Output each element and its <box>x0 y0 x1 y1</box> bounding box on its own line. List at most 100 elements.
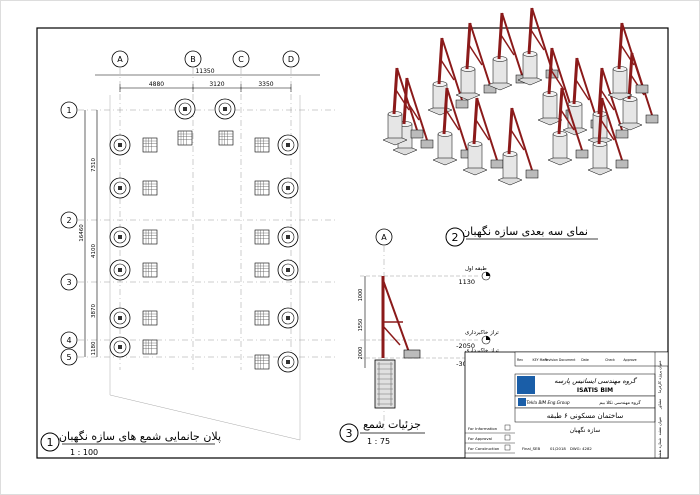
anchor-pad <box>142 137 158 153</box>
anchor-pad <box>142 339 158 355</box>
brace-pad <box>645 114 659 124</box>
grid-label: C <box>238 55 244 64</box>
pile-shaft <box>460 68 476 94</box>
steel-column <box>527 7 534 55</box>
inner-frame <box>36 27 669 459</box>
meta-text: 01/2018 <box>550 446 566 451</box>
pile-section <box>286 360 290 364</box>
steel-column <box>442 87 449 135</box>
pile-shaft <box>552 133 568 159</box>
boundary-line <box>109 394 301 441</box>
revision-header: Rev <box>517 358 523 362</box>
pile-shaft <box>387 113 403 139</box>
brace-pad <box>420 139 434 149</box>
grid-bubble <box>111 50 129 68</box>
steel-column <box>572 57 579 105</box>
pile-section <box>118 268 122 272</box>
steel-strut <box>395 89 410 111</box>
dimension-text: 3870 <box>91 304 97 318</box>
meta-text: Final_SEB <box>522 446 540 451</box>
steel-strut <box>530 29 545 51</box>
level-value: 1130 <box>458 278 475 286</box>
status-checkbox <box>504 434 511 441</box>
status-label: For Approval <box>468 436 492 441</box>
brace-pad <box>403 349 421 359</box>
revision-header: Revision Document <box>545 358 577 362</box>
steel-strut <box>575 79 590 101</box>
steel-column <box>392 67 399 115</box>
steel-strut <box>600 119 615 141</box>
company-name-fa: گروه مهندسی ایساتیس پارسه <box>554 377 637 385</box>
steel-column <box>507 107 514 155</box>
status-label: For Construction <box>468 446 500 451</box>
steel-strut <box>600 89 615 111</box>
steel-brace <box>531 7 553 71</box>
group-name-fa: گروه مهندسی تکلا بیم <box>599 399 641 406</box>
dimension-text: 3120 <box>209 81 224 88</box>
steel-brace <box>621 22 643 86</box>
anchor-pad <box>177 130 193 146</box>
grid-label: A <box>117 55 123 64</box>
brace-pad <box>410 129 424 139</box>
anchor-pad <box>142 229 158 245</box>
status-checkbox <box>504 424 511 431</box>
grid-bubble <box>60 273 78 291</box>
pile-shaft <box>492 58 508 84</box>
view-number-badge <box>339 423 359 443</box>
steel-brace <box>501 12 523 76</box>
steel-strut <box>440 59 455 81</box>
steel-brace <box>601 67 623 131</box>
anchor-pad <box>254 229 270 245</box>
steel-strut <box>510 129 525 151</box>
steel-column <box>557 87 564 135</box>
steel-brace <box>396 67 418 131</box>
anchor-pad <box>254 180 270 196</box>
steel-column <box>497 12 504 60</box>
dimension-text: 11350 <box>195 68 214 75</box>
brace-pad <box>615 159 629 169</box>
grid-bubble <box>282 50 300 68</box>
dimension-text: 1550 <box>358 319 364 332</box>
revision-header: Date <box>581 358 589 362</box>
dimension-text: 3350 <box>258 81 273 88</box>
steel-strut <box>468 44 483 66</box>
status-label: For Information <box>468 426 498 431</box>
steel-column <box>437 37 444 85</box>
steel-column <box>597 97 604 145</box>
detail-title-block: 3 جزئیات شمع 1 : 75 <box>339 418 425 446</box>
pile-section <box>183 107 187 111</box>
grid-bubble <box>232 50 250 68</box>
level-symbol-fill <box>486 272 490 276</box>
dimension-text: 4100 <box>91 244 97 258</box>
dimension-text: 16460 <box>79 224 85 242</box>
pile-section <box>118 345 122 349</box>
revision-header: Check <box>605 358 615 362</box>
steel-column <box>472 97 479 145</box>
grid-bubble <box>60 331 78 349</box>
brace-pad <box>575 149 589 159</box>
company-logo <box>517 376 535 394</box>
steel-strut <box>475 119 490 141</box>
steel-brace <box>511 107 533 171</box>
pile-section <box>286 143 290 147</box>
pile-shaft <box>522 53 538 79</box>
view-number: 2 <box>452 231 459 244</box>
brace-pad <box>490 159 504 169</box>
grid-bubble <box>60 348 78 366</box>
view-title: نمای سه بعدی سازه نگهبان <box>462 225 588 238</box>
view-title: پلان جانمایی شمع های سازه نگهبان <box>59 430 221 443</box>
grid-label: D <box>288 55 294 64</box>
brace-pad <box>615 129 629 139</box>
anchor-pad <box>254 354 270 370</box>
grid-label: B <box>190 55 196 64</box>
steel-brace <box>382 279 411 356</box>
view-number: 1 <box>47 436 54 449</box>
steel-brace <box>576 57 598 121</box>
pile-shaft <box>467 143 483 169</box>
side-label: عنوان نقشه <box>657 417 662 436</box>
dimension-text: 1180 <box>91 341 97 355</box>
grid-bubble <box>184 50 202 68</box>
retaining-structure-3d-view <box>382 7 659 186</box>
